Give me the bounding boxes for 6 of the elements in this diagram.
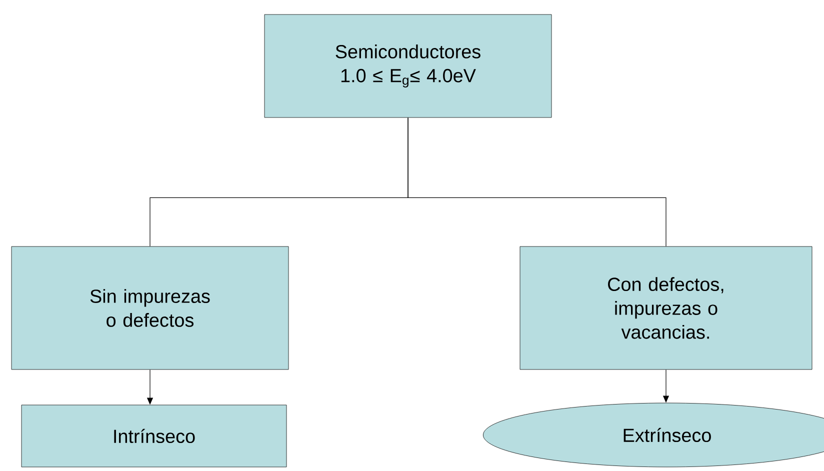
ellipse-node: Extrínseco — [482, 402, 824, 468]
process-box: Con defectos, impurezas o vacancias. — [520, 246, 812, 370]
process-box: Intrínseco — [21, 404, 287, 468]
process-box: Sin impurezas o defectos — [11, 246, 289, 370]
connector — [408, 117, 666, 247]
process-box: Semiconductores 1.0 ≤ E$_{g}$≤ 4.0eV — [264, 14, 552, 118]
